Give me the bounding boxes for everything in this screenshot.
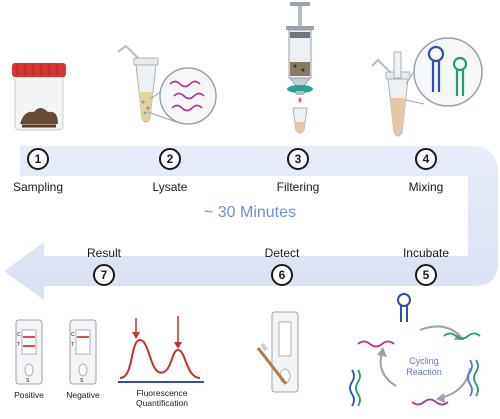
- negative-test-mark: T: [71, 342, 75, 348]
- step-1-label: Sampling: [12, 180, 64, 194]
- positive-test-mark: T: [17, 342, 21, 348]
- quantification-label: Quantification: [136, 398, 188, 408]
- negative-label: Negative: [66, 390, 100, 400]
- step-3-number: 3: [287, 148, 309, 170]
- step-2-number: 2: [159, 148, 181, 170]
- syringe-filter-icon: [286, 2, 314, 134]
- positive-control-mark: C: [17, 332, 21, 338]
- step-4-label: Mixing: [408, 180, 444, 194]
- negative-sample-mark: S: [80, 378, 84, 384]
- step-6-label: Detect: [264, 246, 300, 260]
- fluorescence-label: Fluorescence: [136, 388, 188, 398]
- step-7-label: Result: [86, 246, 121, 260]
- step-5-label: Incubate: [402, 246, 450, 260]
- lysate-tube-icon: [117, 44, 177, 123]
- positive-sample-mark: S: [26, 378, 30, 384]
- step-6-number: 6: [271, 264, 293, 286]
- cycling-label-line1: Cycling: [409, 356, 439, 366]
- step-4-number: 4: [415, 148, 437, 170]
- negative-strip-icon: [69, 319, 97, 385]
- positive-strip-icon: [15, 319, 43, 385]
- fluorescence-curve-icon: [118, 316, 204, 383]
- step-7-number: 7: [93, 264, 115, 286]
- step-1-number: 1: [27, 148, 49, 170]
- dna-magnifier-icon: [159, 67, 217, 125]
- cycling-label-line2: Reaction: [406, 367, 442, 377]
- mixing-tube-icon: [371, 51, 425, 137]
- step-5-number: 5: [415, 264, 437, 286]
- step-2-label: Lysate: [152, 180, 188, 194]
- detection-strip-icon: [256, 311, 299, 393]
- aptamer-magnifier-icon: [413, 37, 483, 107]
- positive-label: Positive: [14, 390, 44, 400]
- step-3-label: Filtering: [276, 180, 320, 194]
- duration-label: ~ 30 Minutes: [203, 204, 297, 221]
- negative-control-mark: C: [71, 332, 75, 338]
- sample-jar-icon: [12, 63, 66, 131]
- cycling-reaction-label: Cycling Reaction: [392, 356, 456, 378]
- cycling-reaction-icon: [349, 293, 481, 407]
- process-arrow: [4, 146, 498, 300]
